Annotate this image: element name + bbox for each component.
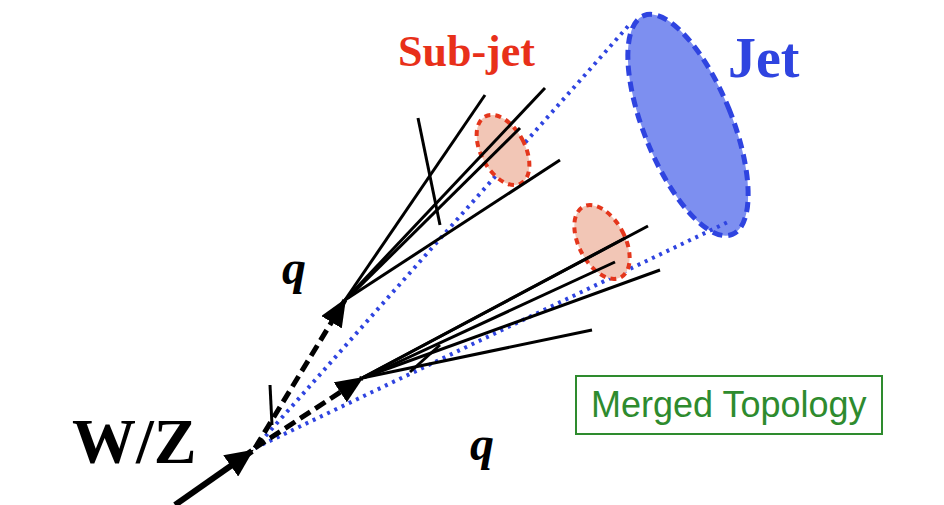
topology-box: Merged Topology: [575, 375, 883, 435]
quark-label: q: [282, 244, 306, 292]
subjet-label: Sub-jet: [398, 30, 535, 74]
quark-arrow: [255, 300, 345, 448]
boson-label: W/Z: [72, 410, 196, 474]
jet-cone-edge: [255, 24, 630, 448]
box-text: Merged Topology: [591, 385, 867, 425]
subjet-area: [563, 196, 641, 288]
jet-label: Jet: [728, 30, 800, 86]
quark-arrow: [255, 378, 362, 448]
quark-label: q: [470, 420, 494, 468]
